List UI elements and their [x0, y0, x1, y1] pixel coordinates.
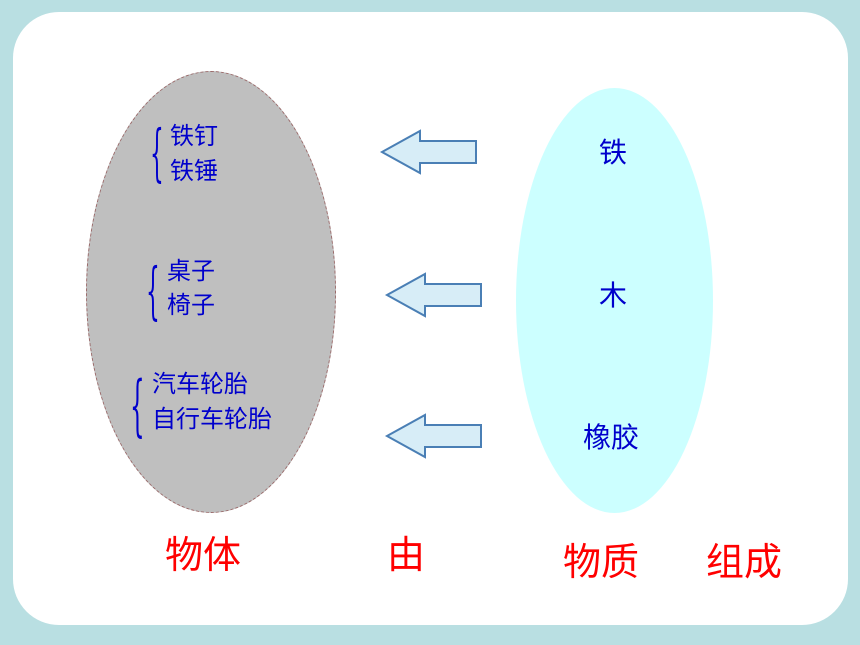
left-arrow-icon — [379, 129, 477, 175]
group3-brace: { — [130, 367, 145, 444]
left-arrow-icon — [384, 413, 482, 459]
object-item: 桌子 — [167, 257, 215, 285]
group2-brace: { — [146, 254, 160, 327]
caption-compose: 组成 — [706, 540, 783, 584]
material-item: 铁 — [599, 136, 628, 169]
objects-ellipse — [86, 71, 336, 513]
caption-objects: 物体 — [165, 533, 242, 577]
material-item: 橡胶 — [583, 421, 640, 454]
object-item: 铁钉 — [170, 122, 218, 150]
object-item: 铁锤 — [170, 157, 218, 185]
object-item: 自行车轮胎 — [152, 405, 272, 433]
caption-materials: 物质 — [563, 540, 640, 584]
caption-by: 由 — [387, 533, 426, 577]
left-arrow-icon — [384, 272, 482, 318]
materials-ellipse — [516, 88, 713, 513]
object-item: 椅子 — [167, 291, 215, 319]
material-item: 木 — [599, 279, 628, 312]
group1-brace: { — [150, 116, 164, 189]
object-item: 汽车轮胎 — [152, 370, 248, 398]
